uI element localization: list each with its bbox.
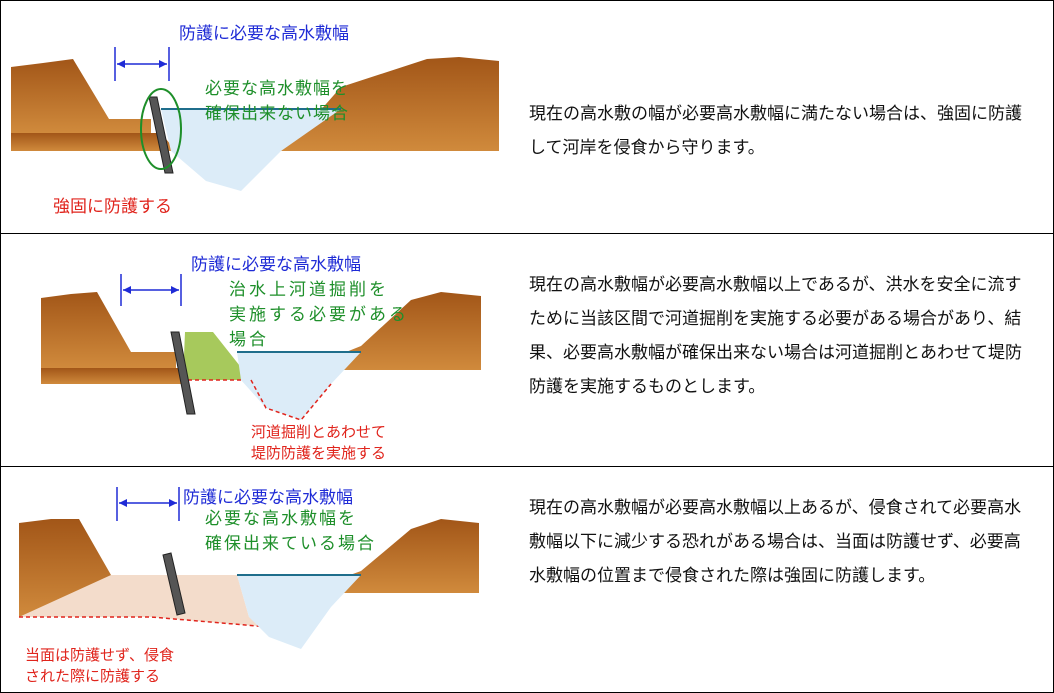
excavation-area (183, 332, 251, 380)
action-label-3: 当面は防護せず、侵食 された際に防護する (25, 646, 174, 685)
revetment (162, 552, 186, 616)
cross-section-diagram-1: 防護に必要な高水敷幅 必要な高水敷幅を 確保出来ない場合 強固に防護する (1, 1, 501, 233)
river-water (237, 575, 361, 649)
condition-label-3: 必要な高水敷幅を 確保出来ている場合 (205, 509, 376, 554)
revetment (148, 96, 174, 174)
embankment-right (281, 57, 499, 151)
cross-section-diagram-2: 防護に必要な高水敷幅 治水上河道掘削を 実施する必要がある 場合 河道掘削とあわ… (1, 234, 501, 467)
case-row-2: 防護に必要な高水敷幅 治水上河道掘削を 実施する必要がある 場合 河道掘削とあわ… (1, 233, 1053, 467)
width-label-1: 防護に必要な高水敷幅 (179, 24, 349, 44)
description-2: 現在の高水敷幅が必要高水敷幅以上であるが、洪水を安全に流すために当該区間で河道掘… (529, 275, 1022, 397)
ground-surface (11, 133, 176, 151)
description-1: 現在の高水敷の幅が必要高水敷幅に満たない場合は、強固に防護して河岸を侵食から守り… (529, 104, 1022, 158)
condition-label-1: 必要な高水敷幅を 確保出来ない場合 (205, 79, 349, 124)
embankment-right (301, 292, 481, 370)
description-3: 現在の高水敷幅が必要高水敷幅以上あるが、侵食されて必要高水敷幅以下に減少する恐れ… (529, 498, 1022, 586)
river-water (161, 109, 341, 191)
action-label-2: 河道掘削とあわせて 堤防防護を実施する (251, 423, 387, 462)
embankment-right (301, 519, 479, 593)
river-cross-section-2 (41, 274, 481, 421)
condition-label-2: 治水上河道掘削を 実施する必要がある 場合 (229, 280, 409, 350)
case-row-3: 防護に必要な高水敷幅 必要な高水敷幅を 確保出来ている場合 当面は防護せず、侵食… (1, 466, 1053, 693)
river-cross-section-1 (11, 47, 499, 191)
embankment-left (11, 59, 151, 133)
embankment-left (19, 519, 151, 617)
embankment-left (41, 292, 176, 368)
erosion-area (19, 575, 269, 627)
width-label-2: 防護に必要な高水敷幅 (191, 255, 361, 275)
river-cross-section-3 (19, 487, 479, 649)
case-row-1: 防護に必要な高水敷幅 必要な高水敷幅を 確保出来ない場合 強固に防護する 現在の… (1, 1, 1053, 233)
action-label-1: 強固に防護する (53, 197, 172, 217)
river-water (237, 352, 361, 420)
width-label-3: 防護に必要な高水敷幅 (183, 488, 353, 508)
highlight-circle (140, 88, 182, 170)
cross-section-diagram-3: 防護に必要な高水敷幅 必要な高水敷幅を 確保出来ている場合 当面は防護せず、侵食… (1, 467, 501, 693)
ground-surface (41, 368, 183, 384)
revetment (170, 331, 196, 415)
